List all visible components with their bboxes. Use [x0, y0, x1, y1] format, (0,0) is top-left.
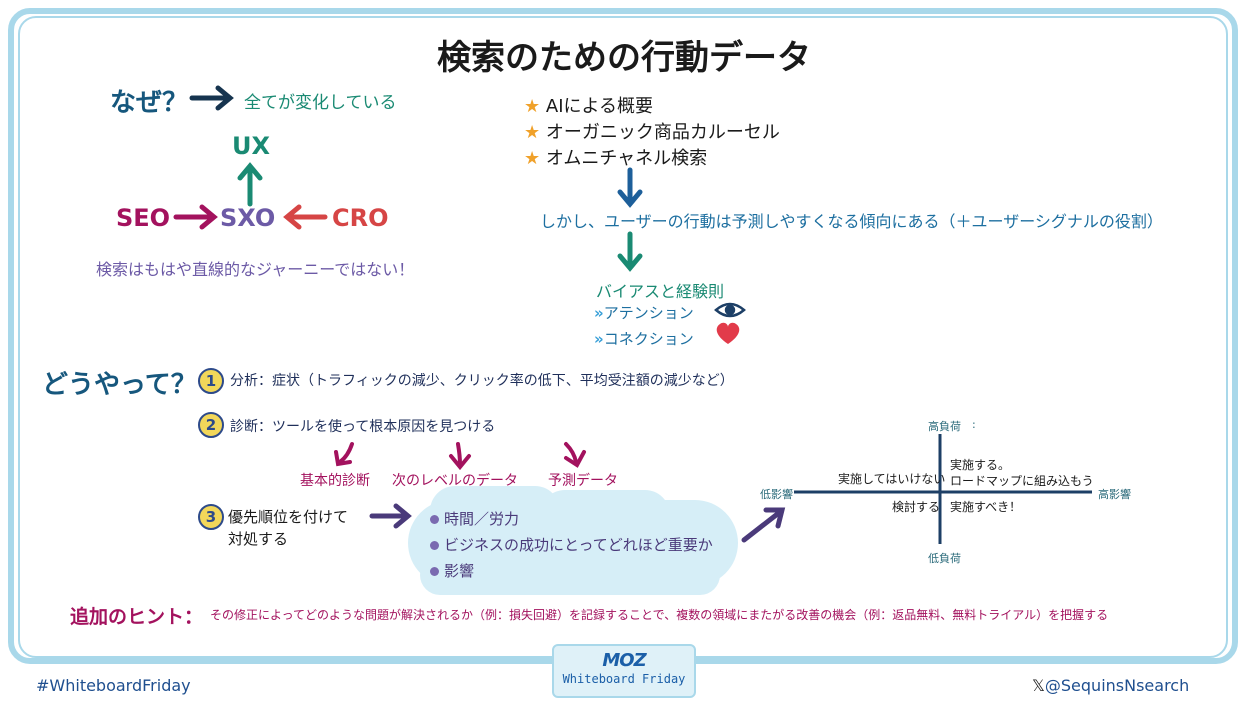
quadrant-top-right-1: 実施する。 — [950, 458, 1011, 472]
matrix-axes — [794, 434, 1092, 544]
matrix-low-impact: 低影響 — [760, 488, 793, 501]
cro-label: CRO — [332, 204, 389, 232]
cro-arrow — [283, 204, 328, 230]
sxo-label: SXO — [220, 204, 276, 232]
diag-arrow-2 — [456, 442, 462, 466]
heart-icon — [716, 322, 740, 344]
bias-item-connection: »コネクション — [594, 330, 694, 348]
step-1-text: 分析：症状（トラフィックの減少、クリック率の低下、平均受注額の減少など） — [230, 373, 734, 389]
down-arrow-1 — [617, 167, 643, 208]
matrix-high-load: 高負荷 — [928, 420, 961, 433]
step-number-3: 3 — [198, 504, 224, 530]
why-label: なぜ？ — [110, 88, 189, 118]
however-text: しかし、ユーザーの行動は予測しやすくなる傾向にある（＋ユーザーシグナルの役割） — [540, 212, 1163, 231]
step-number-1: 1 — [198, 368, 224, 394]
diag-basic: 基本的診断 — [300, 473, 370, 489]
criteria-item: 影響 — [430, 558, 713, 584]
bullet-icon — [430, 541, 439, 550]
down-arrow-2 — [617, 231, 643, 272]
criteria-item: 時間／労力 — [430, 506, 713, 532]
diag-arrow-3 — [564, 442, 578, 464]
seo-label: SEO — [116, 204, 171, 232]
x-handle: 𝕏@SequinsNsearch — [1032, 676, 1190, 695]
hashtag: #WhiteboardFriday — [36, 676, 191, 695]
feature-item: ★ オムニチャネル検索 — [524, 148, 708, 169]
journey-note: 検索はもはや直線的なジャーニーではない！ — [96, 260, 415, 279]
feature-item: ★ オーガニック商品カルーセル — [524, 122, 780, 143]
star-icon: ★ — [524, 122, 541, 143]
step-2-text: 診断：ツールを使って根本原因を見つける — [230, 419, 496, 435]
bias-item-attention: »アテンション — [594, 304, 694, 322]
matrix-arrow — [741, 507, 786, 543]
hint-label: 追加のヒント： — [70, 606, 204, 628]
criteria-item: ビジネスの成功にとってどれほど重要か — [430, 532, 713, 558]
quadrant-bottom-right: 実施すべき！ — [950, 500, 1022, 514]
series-name: Whiteboard Friday — [562, 672, 686, 686]
diag-next-level: 次のレベルのデータ — [392, 473, 518, 489]
step-number-2: 2 — [198, 412, 224, 438]
feature-list: ★ AIによる概要 ★ オーガニック商品カルーセル ★ オムニチャネル検索 — [524, 94, 780, 172]
why-text: 全てが変化している — [244, 93, 397, 113]
star-icon: ★ — [524, 148, 541, 169]
how-label: どうやって？ — [42, 370, 197, 400]
moz-logo-box: MOZ Whiteboard Friday — [552, 644, 696, 698]
cloud-shape — [420, 555, 720, 595]
eye-icon — [714, 302, 746, 318]
bullet-icon — [430, 515, 439, 524]
chevron-icon: » — [594, 330, 604, 348]
star-icon: ★ — [524, 96, 541, 117]
page-title: 検索のための行動データ — [437, 38, 811, 78]
seo-arrow — [173, 204, 218, 230]
hint-text: その修正によってどのような問題が解決されるか（例：損失回避）を記録することで、複… — [210, 608, 1109, 622]
quadrant-bottom-left: 検討する — [892, 500, 941, 514]
x-logo-icon: 𝕏 — [1032, 676, 1045, 695]
matrix-colon: : — [972, 418, 976, 431]
why-arrow — [189, 85, 234, 111]
diag-arrow-1 — [338, 442, 354, 464]
matrix-high-impact: 高影響 — [1098, 488, 1131, 501]
matrix-low-load: 低負荷 — [928, 552, 961, 565]
diag-predictive: 予測データ — [548, 473, 618, 489]
quadrant-top-left: 実施してはいけない — [838, 472, 946, 486]
chevron-icon: » — [594, 304, 604, 322]
step-3-text: 優先順位を付けて — [228, 508, 349, 526]
bullet-icon — [430, 567, 439, 576]
step-3-text-2: 対処する — [228, 530, 289, 548]
feature-item: ★ AIによる概要 — [524, 96, 653, 117]
sxo-up-arrow — [237, 162, 263, 207]
ux-label: UX — [232, 132, 270, 160]
bias-title: バイアスと経験則 — [596, 282, 725, 301]
moz-logo: MOZ — [602, 650, 646, 671]
criteria-list: 時間／労力 ビジネスの成功にとってどれほど重要か 影響 — [430, 506, 713, 584]
quadrant-top-right-2: ロードマップに組み込もう — [950, 474, 1094, 488]
priority-arrow — [369, 503, 412, 529]
